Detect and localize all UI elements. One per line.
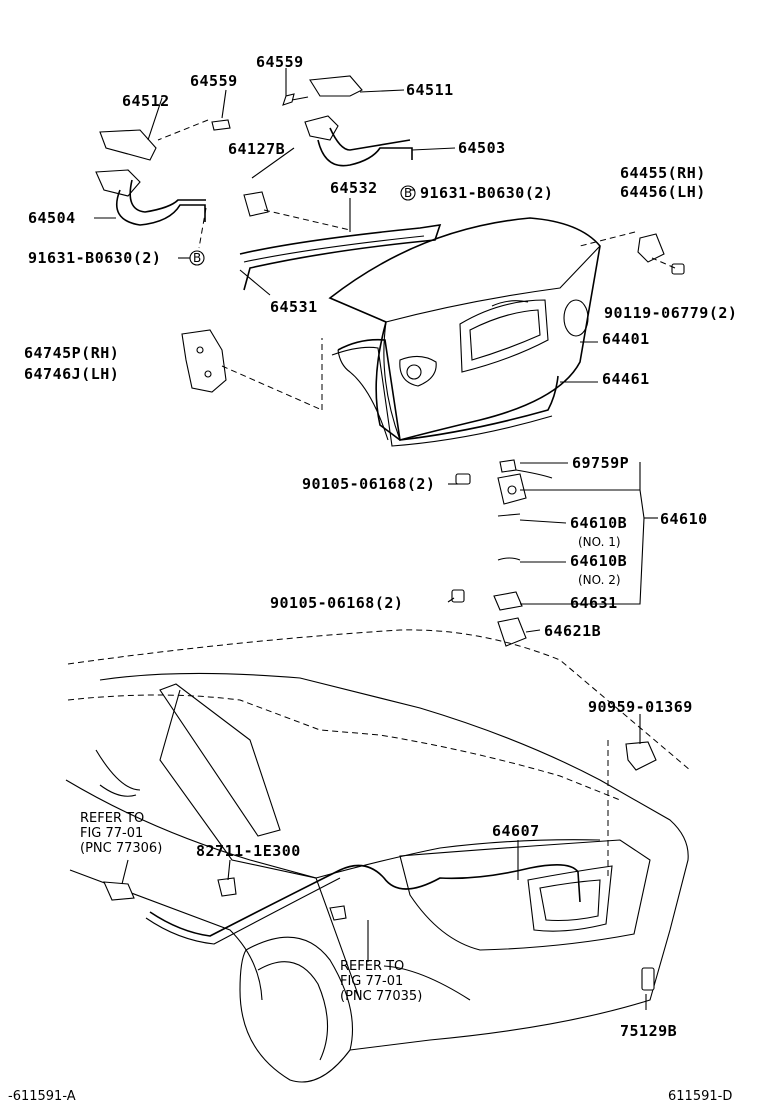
lock-assembly <box>451 459 553 647</box>
part-number-label: 64531 <box>270 298 318 316</box>
car-body-drawing <box>65 629 691 1083</box>
part-number-label: 64461 <box>602 370 650 388</box>
part-number-label: 64455(RH) <box>620 164 706 182</box>
part-number-label: 90959-01369 <box>588 698 693 716</box>
bolt-icon <box>189 250 205 266</box>
part-number-label: 64621B <box>544 622 601 640</box>
leader-lines <box>94 68 676 1010</box>
part-number-label: 64511 <box>406 81 454 99</box>
part-number-label: 90119-06779(2) <box>604 304 737 322</box>
footer-left-code: -611591-A <box>8 1089 76 1104</box>
part-number-label: 64401 <box>602 330 650 348</box>
part-number-label: 90105-06168(2) <box>270 594 403 612</box>
reference-notes: REFER TO FIG 77-01 (PNC 77306) REFER TO … <box>80 811 422 1004</box>
footer: -611591-A 611591-D <box>8 1089 732 1104</box>
part-number-note: (NO. 1) <box>578 535 621 549</box>
reference-note-line: REFER TO <box>340 959 404 974</box>
reference-note-line: (PNC 77035) <box>340 989 422 1004</box>
hinge-rh <box>282 75 413 167</box>
part-number-label: 64504 <box>28 209 76 227</box>
part-number-label: 75129B <box>620 1022 677 1040</box>
part-number-label: 64610B <box>570 552 627 570</box>
part-number-label: 64512 <box>122 92 170 110</box>
part-number-label: 91631-B0630(2) <box>420 184 553 202</box>
part-number-label: 82711-1E300 <box>196 842 301 860</box>
bumper-stop <box>637 233 685 275</box>
part-number-label: 69759P <box>572 454 629 472</box>
reference-note-line: REFER TO <box>80 811 144 826</box>
part-number-label: 64610 <box>660 510 708 528</box>
bolt-mark-label: B <box>404 186 412 200</box>
part-number-label: 64610B <box>570 514 627 532</box>
footer-right-code: 611591-D <box>668 1089 732 1104</box>
trunk-lid-drawing <box>328 217 601 447</box>
release-cable <box>103 741 657 991</box>
part-number-label: 64456(LH) <box>620 183 706 201</box>
reference-note-line: FIG 77-01 <box>340 974 403 989</box>
part-number-label: 64503 <box>458 139 506 157</box>
part-number-label: 64746J(LH) <box>24 365 119 383</box>
part-number-label: 64631 <box>570 594 618 612</box>
torsion-bars <box>239 191 442 291</box>
part-number-label: 64559 <box>190 72 238 90</box>
bolt-mark-label: B <box>193 251 201 265</box>
stop-bracket <box>181 329 227 393</box>
hinge-lh <box>95 119 231 226</box>
part-number-label: 64745P(RH) <box>24 344 119 362</box>
part-number-label: 64607 <box>492 822 540 840</box>
part-number-note: (NO. 2) <box>578 573 621 587</box>
part-labels: 64559 64559 64512 64511 64127B 64503 645… <box>24 53 737 1040</box>
bolt-icon <box>400 185 416 201</box>
reference-note-line: (PNC 77306) <box>80 841 162 856</box>
part-number-label: 91631-B0630(2) <box>28 249 161 267</box>
reference-note-line: FIG 77-01 <box>80 826 143 841</box>
part-number-label: 64532 <box>330 179 378 197</box>
part-number-label: 64559 <box>256 53 304 71</box>
part-number-label: 64127B <box>228 140 285 158</box>
bolt-markers: B B <box>189 185 416 266</box>
part-number-label: 90105-06168(2) <box>302 475 435 493</box>
